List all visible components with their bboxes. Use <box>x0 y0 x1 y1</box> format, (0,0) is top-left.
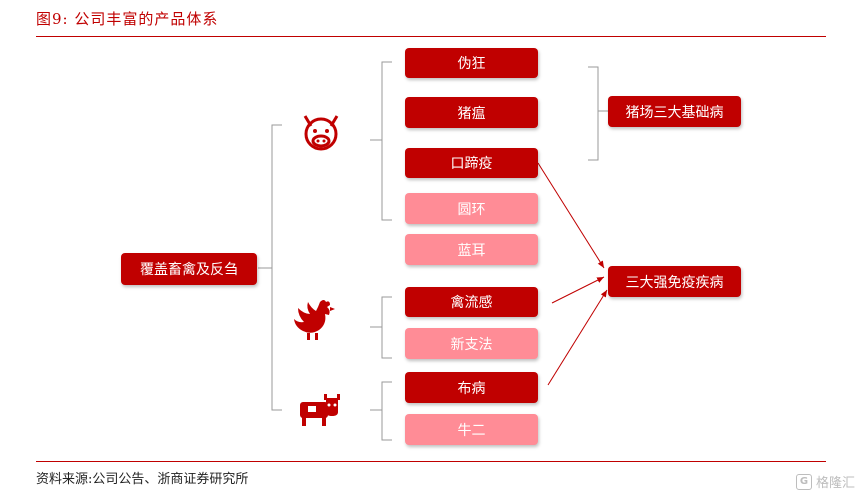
product-avian-influenza: 禽流感 <box>405 287 538 317</box>
watermark-icon: G <box>795 473 812 490</box>
cattle-bracket <box>381 381 392 441</box>
pig-disease-bracket <box>588 66 599 161</box>
pig-icon <box>303 115 339 151</box>
poultry-bracket <box>381 296 392 359</box>
figure-title: 图9: 公司丰富的产品体系 <box>36 10 219 28</box>
product-blue-ear: 蓝耳 <box>405 234 538 265</box>
arrow-avian <box>551 276 605 304</box>
watermark: G 格隆汇 <box>795 472 855 491</box>
top-rule <box>36 36 826 37</box>
chicken-icon <box>294 300 335 340</box>
arrow-fmd <box>537 162 605 269</box>
watermark-text: 格隆汇 <box>815 476 855 491</box>
group-compulsory-immunization: 三大强免疫疾病 <box>608 266 741 297</box>
bottom-rule <box>36 461 826 462</box>
root-bracket <box>271 124 282 411</box>
cow-icon <box>300 394 340 426</box>
product-pseudorabies: 伪狂 <box>405 48 538 78</box>
root-node: 覆盖畜禽及反刍 <box>121 253 257 285</box>
product-swine-fever: 猪瘟 <box>405 97 538 128</box>
product-fmd: 口蹄疫 <box>405 148 538 178</box>
product-circovirus: 圆环 <box>405 193 538 224</box>
arrow-brucella <box>547 289 608 386</box>
source-note: 资料来源:公司公告、浙商证券研究所 <box>36 472 249 487</box>
product-nd-ib: 新支法 <box>405 328 538 359</box>
pig-bracket <box>381 61 392 221</box>
group-pig-diseases: 猪场三大基础病 <box>608 96 741 127</box>
product-brucellosis: 布病 <box>405 372 538 403</box>
product-cattle-two: 牛二 <box>405 414 538 445</box>
